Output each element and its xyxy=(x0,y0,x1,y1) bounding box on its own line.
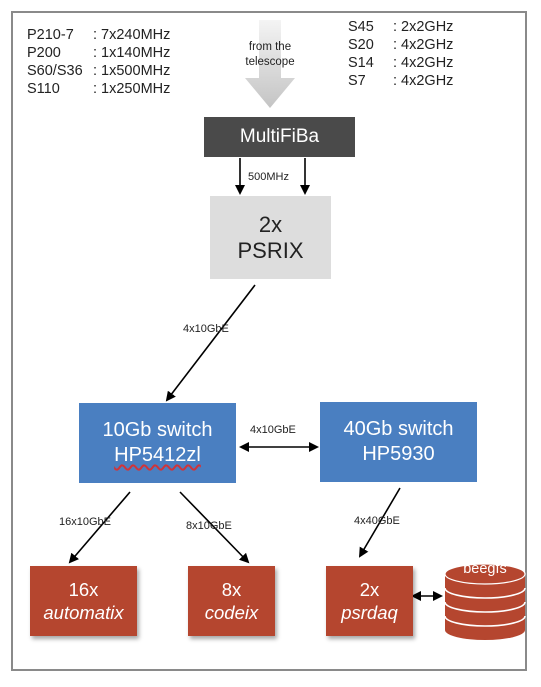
receiver-s45-name: S45 xyxy=(348,19,374,35)
telescope-input-arrow xyxy=(245,20,295,108)
database-icon xyxy=(444,563,526,640)
receiver-s60-name: S60/S36 xyxy=(27,63,83,79)
psrix-count: 2x xyxy=(258,211,283,237)
multifiba-label: MultiFiBa xyxy=(239,126,320,147)
link-label-500mhz: 500MHz xyxy=(248,171,289,183)
receiver-s14-name: S14 xyxy=(348,55,374,71)
codeix-count: 8x xyxy=(221,579,242,600)
switch-10gb-title: 10Gb switch xyxy=(102,419,213,441)
receiver-s14-spec: : 4x2GHz xyxy=(393,55,454,71)
automatix-label: automatix xyxy=(43,602,124,623)
receiver-s7-name: S7 xyxy=(348,73,366,89)
switch-40gb-model: HP5930 xyxy=(362,443,435,465)
automatix-count: 16x xyxy=(68,579,99,600)
psrix-label: PSRIX xyxy=(237,237,304,263)
link-label-switch-switch: 4x10GbE xyxy=(250,424,296,436)
arrow-switch10-automatix xyxy=(68,491,131,564)
psrdaq-node: 2x psrdaq xyxy=(326,566,413,636)
automatix-node: 16x automatix xyxy=(30,566,137,636)
receiver-s45-spec: : 2x2GHz xyxy=(393,19,454,35)
receiver-s20-spec: : 4x2GHz xyxy=(393,37,454,53)
psrix-box: 2x PSRIX xyxy=(210,196,331,279)
receiver-p210-spec: : 7x240MHz xyxy=(93,27,171,43)
beegfs-label: beegfs xyxy=(463,561,507,577)
link-label-psrix-switch: 4x10GbE xyxy=(183,323,229,335)
receiver-p200-name: P200 xyxy=(27,45,61,61)
codeix-node: 8x codeix xyxy=(188,566,275,636)
arrow-switch10-codeix xyxy=(179,491,250,564)
link-label-automatix: 16x10GbE xyxy=(59,516,111,528)
link-label-psrdaq: 4x40GbE xyxy=(354,515,400,527)
diagram-frame xyxy=(11,11,527,671)
switch-40gb-box: 40Gb switch HP5930 xyxy=(320,402,477,482)
receiver-s110-spec: : 1x250MHz xyxy=(93,81,171,97)
codeix-label: codeix xyxy=(204,602,259,623)
switch-10gb-model: HP5412zl xyxy=(114,444,201,466)
psrdaq-label: psrdaq xyxy=(341,602,398,623)
source-label-line1: from the xyxy=(248,41,292,53)
source-label-line2: telescope xyxy=(245,56,295,68)
receiver-s60-spec: : 1x500MHz xyxy=(93,63,171,79)
multifiba-box: MultiFiBa xyxy=(204,117,355,157)
psrdaq-count: 2x xyxy=(359,579,380,600)
receiver-s20-name: S20 xyxy=(348,37,374,53)
receiver-s7-spec: : 4x2GHz xyxy=(393,73,454,89)
source-label: from the telescope xyxy=(238,40,302,70)
arrow-switch40-psrdaq xyxy=(358,487,401,558)
receiver-p210-name: P210-7 xyxy=(27,27,74,43)
switch-40gb-title: 40Gb switch xyxy=(343,418,454,440)
receiver-p200-spec: : 1x140MHz xyxy=(93,45,171,61)
link-label-codeix: 8x10GbE xyxy=(186,520,232,532)
arrow-psrix-switch10 xyxy=(165,284,256,402)
receiver-s110-name: S110 xyxy=(27,81,60,97)
switch-10gb-box: 10Gb switch HP5412zl xyxy=(79,403,236,483)
